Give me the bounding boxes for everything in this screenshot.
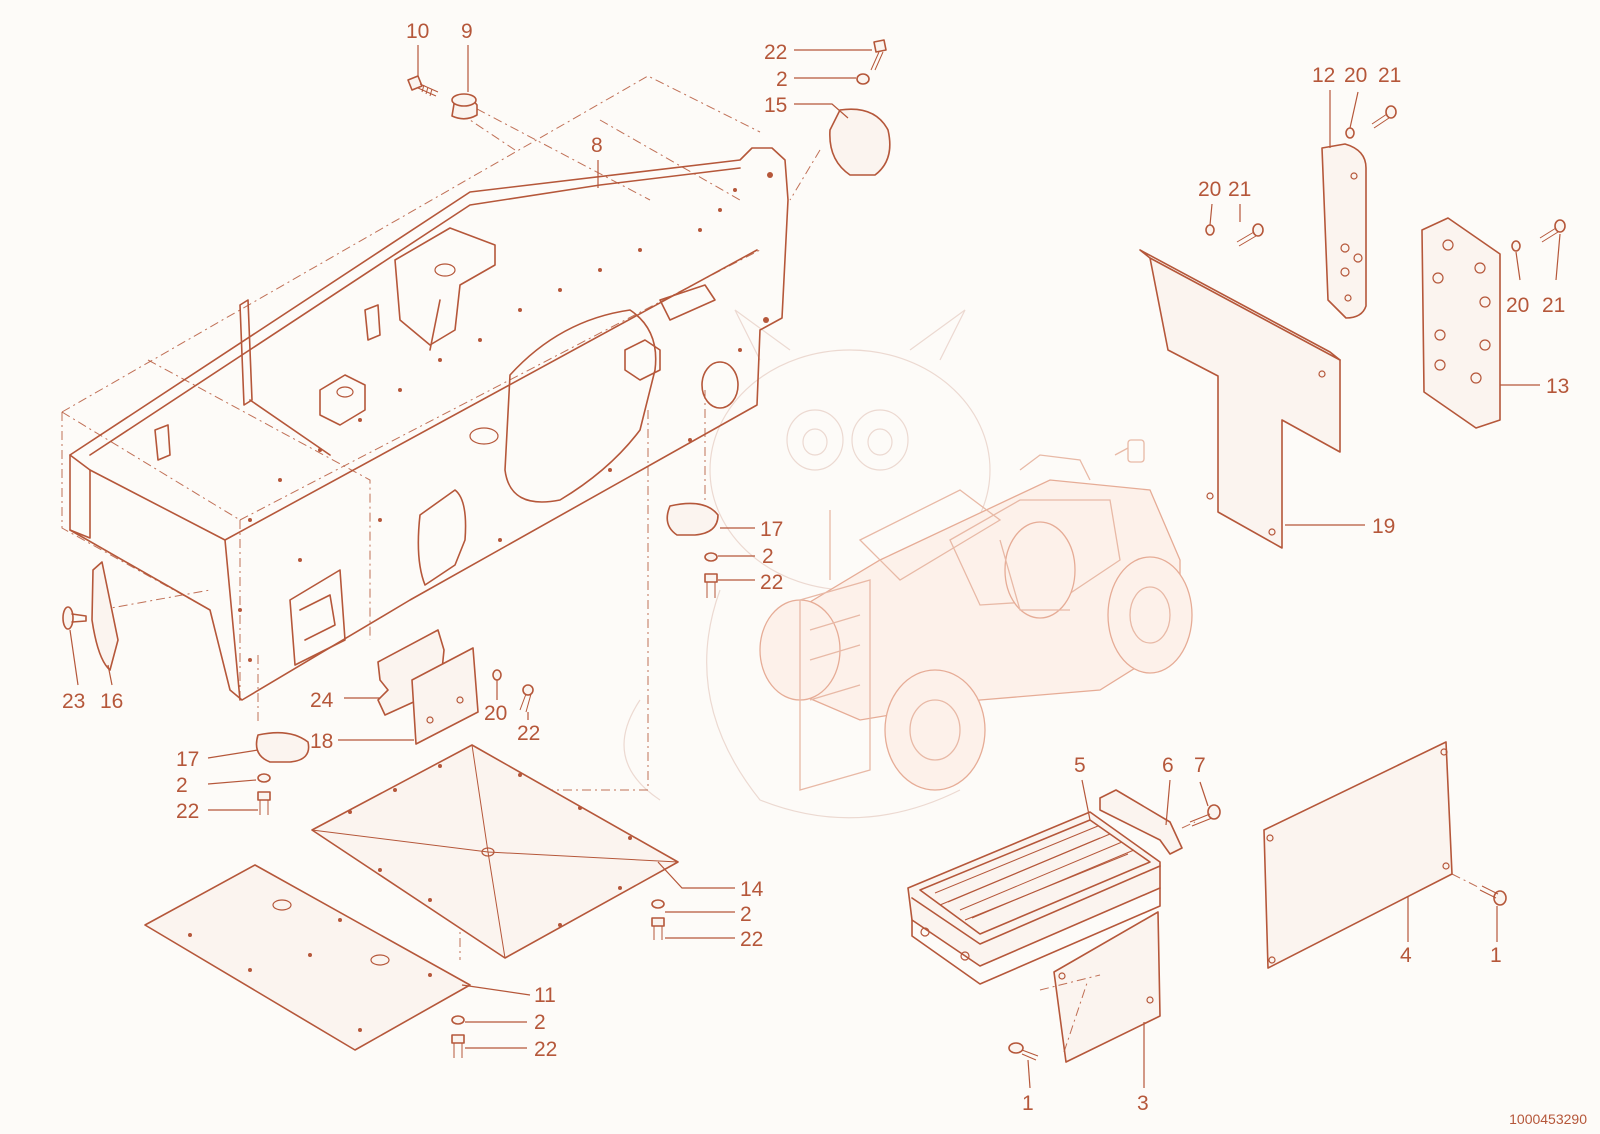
panel-part-16 <box>91 561 119 671</box>
callout-22: 22 <box>760 571 783 594</box>
leader-lines <box>69 45 1561 1089</box>
bolt-part-7 <box>1189 804 1221 827</box>
washer-part-2-lower-left <box>257 773 271 783</box>
callout-17: 17 <box>760 518 783 541</box>
callout-9: 9 <box>461 20 473 43</box>
callout-22: 22 <box>176 800 199 823</box>
callout-2: 2 <box>776 68 788 91</box>
callout-11: 11 <box>534 984 556 1007</box>
callout-6: 6 <box>1162 754 1174 777</box>
callout-12: 12 <box>1312 64 1335 87</box>
telehandler-overview <box>759 439 1193 791</box>
washer-part-2-top <box>856 73 870 85</box>
callout-20: 20 <box>1506 294 1529 317</box>
bolt-part-10 <box>407 75 439 97</box>
callout-21: 21 <box>1228 178 1251 201</box>
callout-22: 22 <box>517 722 540 745</box>
washer-part-20-13 <box>1511 240 1521 252</box>
cover-plate-part-15 <box>829 108 891 176</box>
callout-22: 22 <box>534 1038 557 1061</box>
rubber-bumper-part-9 <box>451 93 478 120</box>
callout-8: 8 <box>591 134 603 157</box>
callout-15: 15 <box>764 94 787 117</box>
callout-labels: 10 9 22 2 15 8 12 20 21 20 21 20 21 13 1… <box>62 20 1569 1115</box>
callout-2: 2 <box>176 774 188 797</box>
document-number: 1000453290 <box>1509 1111 1587 1127</box>
bolt-part-1-right <box>1479 885 1507 906</box>
callout-7: 7 <box>1194 754 1206 777</box>
bolt-part-21-19 <box>1236 223 1264 247</box>
callout-20: 20 <box>1344 64 1367 87</box>
callout-20: 20 <box>484 702 507 725</box>
callout-19: 19 <box>1372 515 1395 538</box>
bolt-part-22-pan <box>651 917 665 940</box>
panel-part-4 <box>1263 741 1453 969</box>
callout-17: 17 <box>176 748 199 771</box>
plate-part-12 <box>1321 143 1367 319</box>
washer-part-20-mid <box>492 669 502 681</box>
callout-2: 2 <box>740 903 752 926</box>
bolt-part-22-floor <box>451 1034 465 1058</box>
callout-4: 4 <box>1400 944 1412 967</box>
step-part-5 <box>907 811 1161 985</box>
washer-part-2-floor <box>451 1015 465 1025</box>
frame-rivet-holes <box>238 172 773 662</box>
bolt-part-22-lower-left <box>257 791 271 815</box>
callout-22: 22 <box>740 928 763 951</box>
main-frame-part-8 <box>69 147 789 701</box>
callout-2: 2 <box>534 1011 546 1034</box>
callout-3: 3 <box>1137 1092 1149 1115</box>
bolt-part-1-lower <box>1008 1042 1039 1061</box>
callout-10: 10 <box>406 20 429 43</box>
washer-part-2-pan <box>651 899 665 909</box>
washer-part-20-19 <box>1205 224 1215 236</box>
bolt-part-22-right <box>704 573 718 598</box>
bolt-part-22-top <box>870 39 887 71</box>
belly-pan-part-14 <box>311 744 679 959</box>
plate-part-13 <box>1421 217 1501 429</box>
callout-16: 16 <box>100 690 123 713</box>
plate-part-19 <box>1139 249 1341 549</box>
cover-part-17-lower <box>255 731 310 763</box>
callout-21: 21 <box>1542 294 1565 317</box>
cover-part-17-right <box>666 502 719 536</box>
floor-plate-part-11 <box>144 864 471 1051</box>
bolt-part-22-mid <box>519 684 534 713</box>
plate-part-18 <box>411 647 479 745</box>
callout-14: 14 <box>740 878 764 901</box>
callout-1: 1 <box>1022 1092 1034 1115</box>
callout-2: 2 <box>762 545 774 568</box>
bolt-part-21-13 <box>1539 219 1566 243</box>
callout-21: 21 <box>1378 64 1401 87</box>
callout-1: 1 <box>1490 944 1502 967</box>
knob-part-23 <box>62 606 87 630</box>
callout-18: 18 <box>310 730 333 753</box>
callout-20: 20 <box>1198 178 1221 201</box>
bolt-part-21-12 <box>1371 105 1397 129</box>
washer-part-20-12 <box>1345 127 1355 139</box>
callout-5: 5 <box>1074 754 1086 777</box>
panel-part-3 <box>1053 911 1161 1063</box>
callout-13: 13 <box>1546 375 1569 398</box>
callout-24: 24 <box>310 689 334 712</box>
callout-23: 23 <box>62 690 85 713</box>
bracket-part-6 <box>1099 789 1183 855</box>
washer-part-2-right <box>704 552 718 562</box>
callout-22: 22 <box>764 41 787 64</box>
